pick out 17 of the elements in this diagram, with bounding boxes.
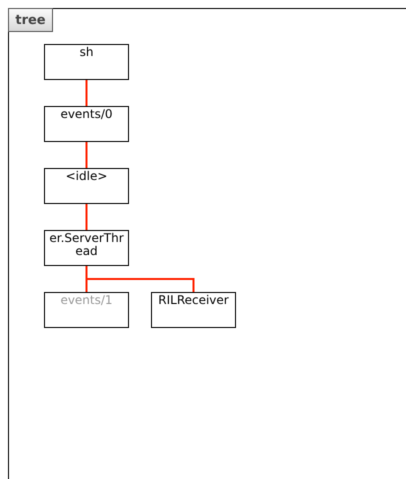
connector-line — [86, 80, 88, 106]
node-label: events/0 — [59, 108, 114, 122]
connector-line — [86, 266, 194, 292]
process-box — [44, 44, 129, 80]
process-box — [151, 292, 236, 328]
node-label: events/1 — [59, 294, 114, 308]
node-label: <idle> — [64, 170, 108, 184]
process-box — [44, 292, 129, 328]
tab-label: tree — [8, 8, 53, 32]
process-box — [44, 168, 129, 204]
connector-line — [86, 204, 88, 230]
node-label: er.ServerThread — [48, 232, 125, 258]
process-box — [44, 106, 129, 142]
node-label: RILReceiver — [157, 294, 230, 308]
node-label: sh — [78, 46, 94, 60]
process-box — [44, 230, 129, 266]
connector-line — [86, 142, 88, 168]
